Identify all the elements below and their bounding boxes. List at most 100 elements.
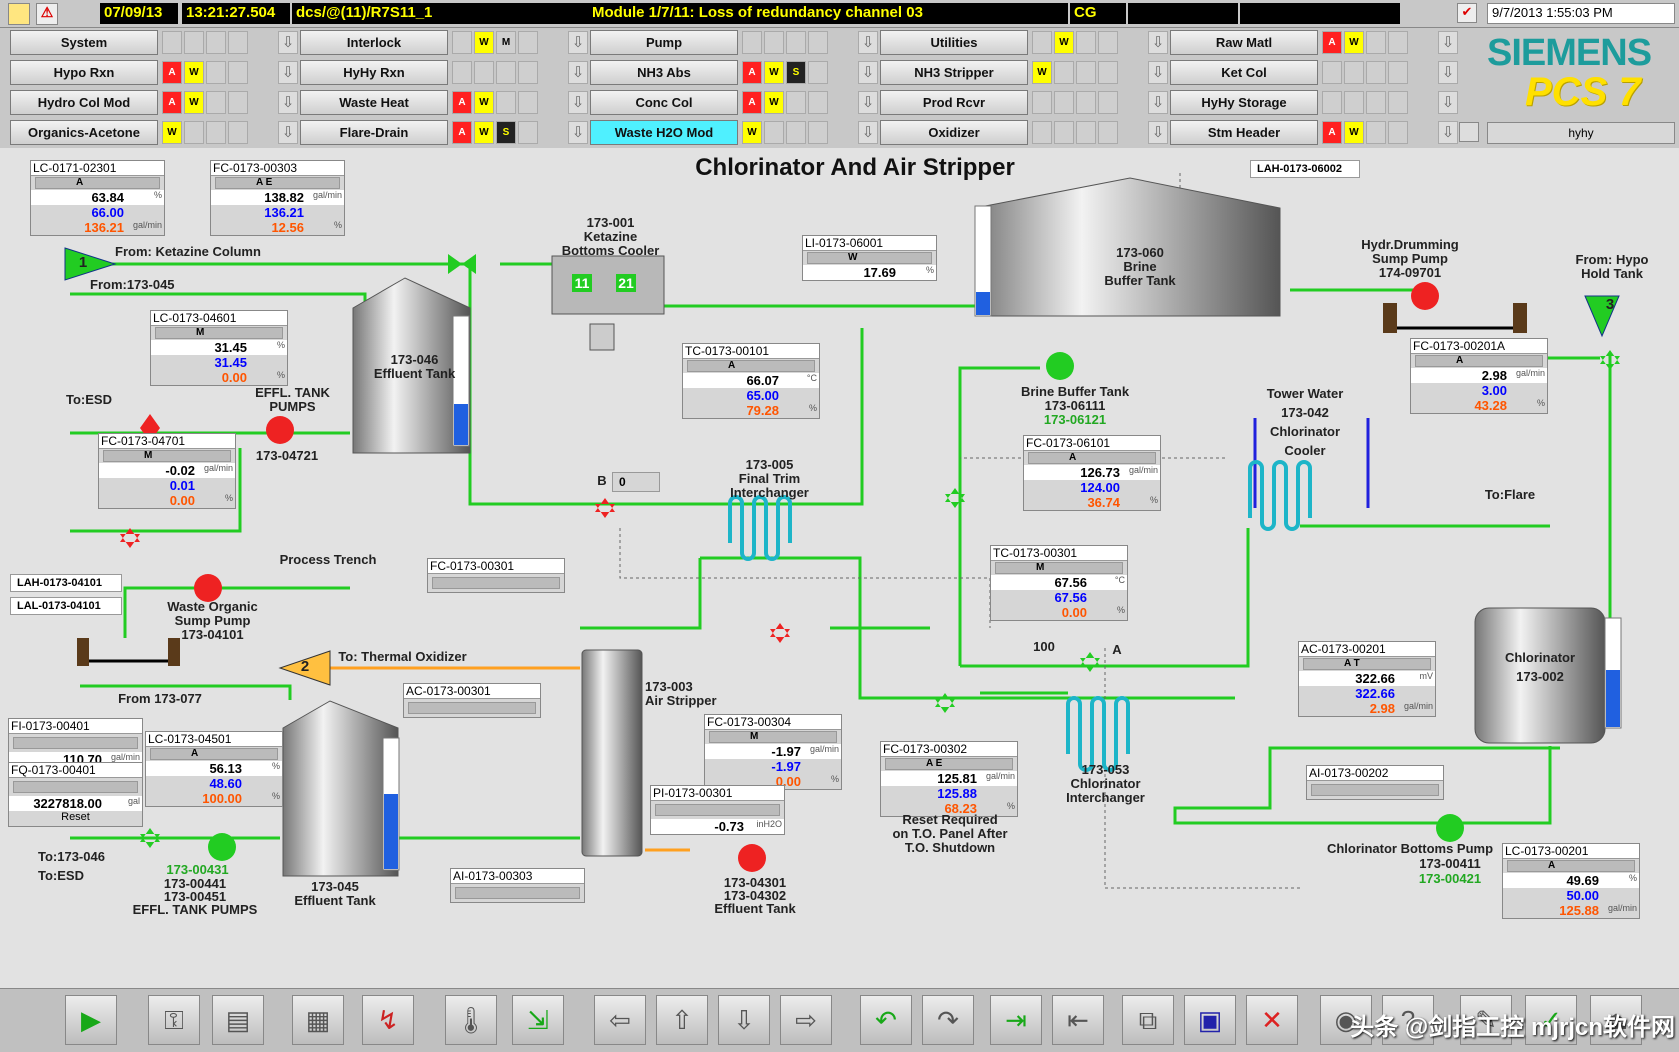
nav-button-13[interactable]: Prod Rcvr	[880, 90, 1028, 115]
faceplate-ac00301[interactable]: AC-0173-00301	[403, 683, 541, 718]
nav-alarm-slot[interactable]	[228, 121, 248, 144]
nav-down-arrow-icon[interactable]: ⇩	[858, 91, 878, 114]
nav-alarm-slot[interactable]	[162, 31, 182, 54]
nav-down-arrow-icon[interactable]: ⇩	[1438, 61, 1458, 84]
nav-button-19[interactable]: Stm Header	[1170, 120, 1318, 145]
nav-alarm-slot[interactable]: A	[452, 121, 472, 144]
nav-down-arrow-icon[interactable]: ⇩	[568, 91, 588, 114]
nav-alarm-slot[interactable]	[206, 61, 226, 84]
nav-button-18[interactable]: Oxidizer	[880, 120, 1028, 145]
nav-alarm-slot[interactable]: A	[1322, 31, 1342, 54]
nav-alarm-slot[interactable]	[1366, 91, 1386, 114]
delete-icon[interactable]: ✕	[1246, 995, 1298, 1045]
nav-button-17[interactable]: Waste H2O Mod	[590, 120, 738, 145]
nav-alarm-slot[interactable]	[184, 31, 204, 54]
nav-down-arrow-icon[interactable]: ⇩	[278, 61, 298, 84]
nav-alarm-slot[interactable]	[1344, 91, 1364, 114]
nav-alarm-slot[interactable]: A	[742, 91, 762, 114]
nav-alarm-slot[interactable]: W	[764, 61, 784, 84]
faceplate-fc00301[interactable]: FC-0173-00301	[427, 558, 565, 593]
nav-alarm-slot[interactable]	[1366, 61, 1386, 84]
effluent-tank-046-shape[interactable]	[352, 277, 471, 454]
nav-alarm-slot[interactable]	[808, 91, 828, 114]
nav-alarm-slot[interactable]: W	[764, 91, 784, 114]
nav-alarm-slot[interactable]	[808, 31, 828, 54]
export-icon[interactable]: ⇲	[512, 995, 564, 1045]
nav-alarm-slot[interactable]: W	[162, 121, 182, 144]
monitor-icon[interactable]	[1459, 122, 1479, 142]
nav-alarm-slot[interactable]	[206, 91, 226, 114]
nav-alarm-slot[interactable]	[206, 121, 226, 144]
nav-alarm-slot[interactable]: W	[474, 31, 494, 54]
nav-alarm-slot[interactable]	[764, 31, 784, 54]
nav-down-arrow-icon[interactable]: ⇩	[278, 121, 298, 144]
nav-alarm-slot[interactable]: A	[162, 61, 182, 84]
back-icon[interactable]: ↶	[860, 995, 912, 1045]
nav-alarm-slot[interactable]	[1098, 61, 1118, 84]
nav-down-arrow-icon[interactable]: ⇩	[1148, 121, 1168, 144]
save-icon[interactable]: ▣	[1184, 995, 1236, 1045]
nav-down-arrow-icon[interactable]: ⇩	[568, 61, 588, 84]
nav-alarm-slot[interactable]: A	[452, 91, 472, 114]
nav-alarm-slot[interactable]	[518, 121, 538, 144]
nav-alarm-slot[interactable]	[1366, 31, 1386, 54]
nav-alarm-slot[interactable]: W	[474, 91, 494, 114]
alarm-lah06002[interactable]: LAH-0173-06002	[1250, 160, 1360, 178]
nav-button-2[interactable]: Pump	[590, 30, 738, 55]
nav-alarm-slot[interactable]: S	[496, 121, 516, 144]
nav-down-arrow-icon[interactable]: ⇩	[1148, 31, 1168, 54]
nav-down-arrow-icon[interactable]: ⇩	[1438, 91, 1458, 114]
nav-alarm-slot[interactable]: W	[1054, 31, 1074, 54]
nav-alarm-slot[interactable]	[228, 31, 248, 54]
nav-alarm-slot[interactable]	[1054, 61, 1074, 84]
nav-alarm-slot[interactable]	[228, 91, 248, 114]
ketazine-cooler-shape[interactable]	[551, 255, 665, 351]
confirm-icon[interactable]: ✓	[1525, 995, 1577, 1045]
nav-button-0[interactable]: System	[10, 30, 158, 55]
nav-alarm-slot[interactable]	[452, 61, 472, 84]
nav-alarm-slot[interactable]	[764, 121, 784, 144]
nav-down-arrow-icon[interactable]: ⇩	[278, 91, 298, 114]
start-icon[interactable]: ▶	[65, 995, 117, 1045]
alarm-warning-icon[interactable]: ⚠	[36, 3, 58, 25]
faceplate-ai00202[interactable]: AI-0173-00202	[1306, 765, 1444, 800]
open-folder-icon[interactable]: ⧉	[1122, 995, 1174, 1045]
nav-down-arrow-icon[interactable]: ⇩	[858, 121, 878, 144]
nav-button-12[interactable]: Conc Col	[590, 90, 738, 115]
nav-alarm-slot[interactable]: A	[742, 61, 762, 84]
nav-button-4[interactable]: Raw Matl	[1170, 30, 1318, 55]
down-arrow-icon[interactable]: ⇩	[718, 995, 770, 1045]
nav-down-arrow-icon[interactable]: ⇩	[278, 31, 298, 54]
nav-button-15[interactable]: Organics-Acetone	[10, 120, 158, 145]
offpage-markers[interactable]	[64, 247, 1620, 686]
nav-alarm-slot[interactable]	[786, 91, 806, 114]
nav-button-11[interactable]: Waste Heat	[300, 90, 448, 115]
report-icon[interactable]: ▦	[292, 995, 344, 1045]
nav-alarm-slot[interactable]	[518, 91, 538, 114]
nav-alarm-slot[interactable]	[1098, 121, 1118, 144]
nav-alarm-slot[interactable]	[496, 91, 516, 114]
right-arrow-icon[interactable]: ⇨	[780, 995, 832, 1045]
nav-button-16[interactable]: Flare-Drain	[300, 120, 448, 145]
nav-alarm-slot[interactable]	[742, 31, 762, 54]
nav-alarm-slot[interactable]	[1076, 121, 1096, 144]
nav-button-5[interactable]: Hypo Rxn	[10, 60, 158, 85]
nav-button-3[interactable]: Utilities	[880, 30, 1028, 55]
nav-alarm-slot[interactable]	[1322, 91, 1342, 114]
pumps[interactable]	[194, 282, 1464, 872]
exit-icon[interactable]: ⏏	[1590, 995, 1642, 1045]
effluent-tank-045-shape[interactable]	[282, 700, 399, 877]
nav-alarm-slot[interactable]	[184, 121, 204, 144]
nav-alarm-slot[interactable]	[786, 31, 806, 54]
nav-alarm-slot[interactable]	[1098, 31, 1118, 54]
